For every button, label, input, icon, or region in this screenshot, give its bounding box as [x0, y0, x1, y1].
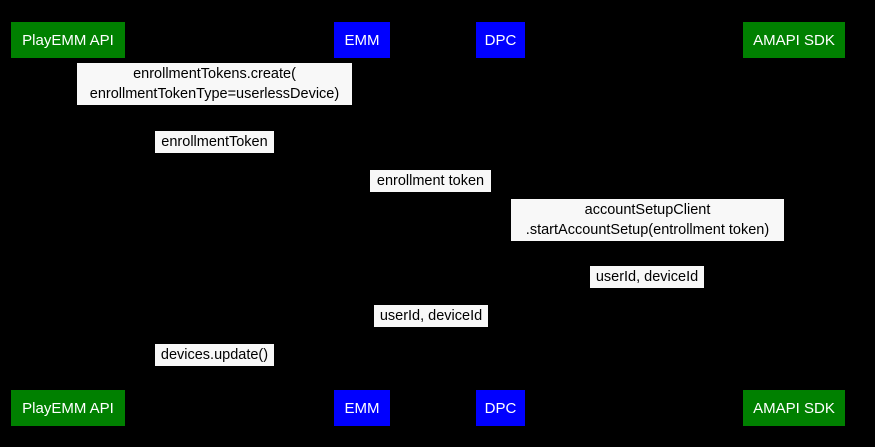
message-arrow-7: [68, 367, 362, 368]
message-arrow-5: [500, 289, 794, 290]
message-label-4: accountSetupClient .startAccountSetup(en…: [511, 199, 784, 241]
message-label-5: userId, deviceId: [590, 266, 704, 288]
participant-dpc-top[interactable]: DPC: [476, 22, 525, 58]
participant-label: AMAPI SDK: [753, 399, 835, 417]
participant-label: EMM: [344, 399, 380, 417]
lifeline-emm: [362, 58, 363, 390]
participant-playemm-api-top[interactable]: PlayEMM API: [11, 22, 125, 58]
message-label-6: userId, deviceId: [374, 305, 488, 327]
message-label-7: devices.update(): [155, 344, 274, 366]
participant-label: AMAPI SDK: [753, 31, 835, 49]
message-arrow-3: [362, 193, 500, 194]
message-label-3: enrollment token: [370, 170, 491, 192]
message-label-2: enrollmentToken: [155, 131, 274, 153]
participant-amapi-sdk-bottom[interactable]: AMAPI SDK: [743, 390, 845, 426]
lifeline-dpc: [500, 58, 501, 390]
participant-label: PlayEMM API: [22, 31, 114, 49]
participant-emm-bottom[interactable]: EMM: [334, 390, 390, 426]
message-label-1: enrollmentTokens.create( enrollmentToken…: [77, 63, 352, 105]
participant-label: EMM: [344, 31, 380, 49]
participant-dpc-bottom[interactable]: DPC: [476, 390, 525, 426]
message-arrow-6: [362, 328, 500, 329]
message-arrow-4: [500, 242, 794, 243]
participant-emm-top[interactable]: EMM: [334, 22, 390, 58]
lifeline-playemm-api: [68, 58, 69, 390]
participant-label: PlayEMM API: [22, 399, 114, 417]
message-arrow-2: [68, 154, 362, 155]
participant-label: DPC: [484, 399, 517, 417]
participant-playemm-api-bottom[interactable]: PlayEMM API: [11, 390, 125, 426]
participant-label: DPC: [484, 31, 517, 49]
participant-amapi-sdk-top[interactable]: AMAPI SDK: [743, 22, 845, 58]
lifeline-amapi-sdk: [794, 58, 795, 390]
message-arrow-1: [68, 106, 362, 107]
